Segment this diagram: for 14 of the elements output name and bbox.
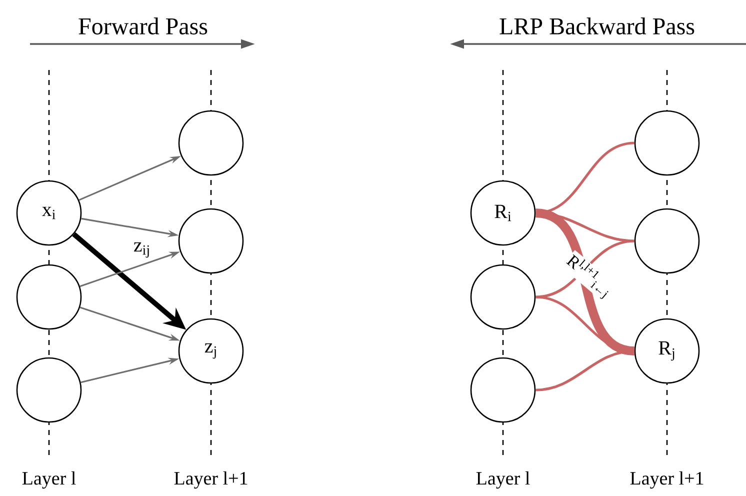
neuron-circle xyxy=(178,208,244,274)
connector xyxy=(534,208,636,356)
neuron-circle xyxy=(634,208,700,274)
neuron-circle xyxy=(470,357,536,423)
layer-label: Layer l+1 xyxy=(630,471,704,489)
connector xyxy=(536,350,634,392)
edge-label: z$_{ij}$ xyxy=(132,241,152,259)
neuron-circle xyxy=(634,110,700,176)
neuron-circle xyxy=(470,264,536,330)
neuron-circle xyxy=(16,357,82,423)
connector xyxy=(536,296,634,352)
neuron-circle xyxy=(178,110,244,176)
layer-label: Layer l+1 xyxy=(174,471,248,489)
neuron-circle xyxy=(16,264,82,330)
